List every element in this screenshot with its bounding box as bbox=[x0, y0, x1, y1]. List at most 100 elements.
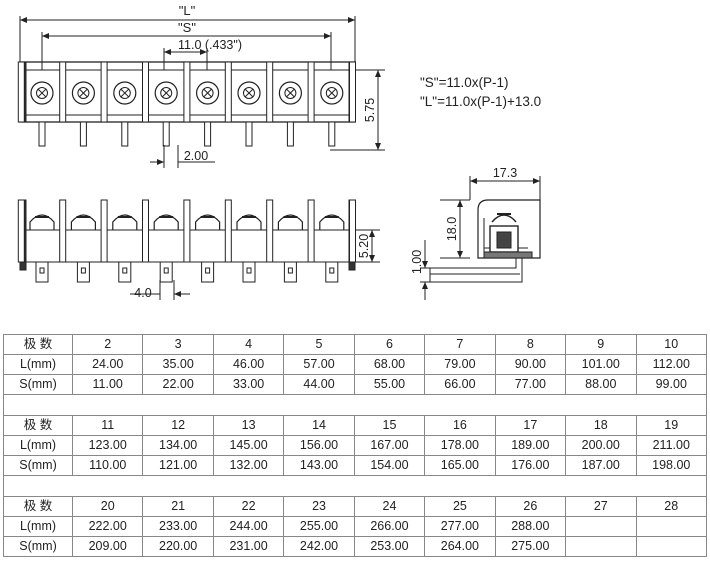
solder-tab bbox=[283, 261, 297, 283]
screw-icon bbox=[154, 81, 178, 105]
value-cell: 178.00 bbox=[424, 435, 496, 456]
tab-hole bbox=[246, 267, 252, 274]
pole-count-cell: 18 bbox=[565, 415, 637, 436]
screw-icon bbox=[71, 81, 96, 105]
front-view bbox=[17, 199, 380, 300]
screw-icon bbox=[320, 81, 344, 105]
barrier-wall bbox=[183, 61, 191, 123]
front-barrier-wall bbox=[17, 199, 25, 263]
screw-slot bbox=[79, 88, 88, 98]
solder-pin bbox=[204, 121, 212, 147]
dim-height-front-label: 5.20 bbox=[357, 234, 371, 258]
solder-tab bbox=[76, 261, 90, 283]
value-cell: 123.00 bbox=[71, 435, 144, 456]
value-cell: 189.00 bbox=[494, 435, 567, 456]
value-cell: 266.00 bbox=[353, 516, 426, 537]
dim-pin-spacing-label: 2.00 bbox=[184, 149, 208, 163]
front-barrier-wall bbox=[59, 199, 67, 263]
value-cell: 134.00 bbox=[142, 435, 214, 456]
value-cell: 154.00 bbox=[353, 455, 426, 476]
screw-icon bbox=[113, 81, 137, 105]
value-cell: 99.00 bbox=[635, 374, 707, 395]
tab-hole bbox=[39, 267, 45, 274]
screw-head-icon bbox=[118, 87, 131, 99]
value-cell: 143.00 bbox=[283, 455, 355, 476]
screw-slot bbox=[286, 88, 295, 98]
screw-head-icon bbox=[36, 87, 48, 99]
value-cell: 288.00 bbox=[494, 516, 567, 537]
front-screw-cap bbox=[195, 214, 221, 230]
solder-tab bbox=[118, 261, 132, 283]
row-label: L(mm) bbox=[3, 435, 73, 456]
barrier-wall bbox=[349, 61, 356, 123]
value-cell: 233.00 bbox=[142, 516, 214, 537]
dim-height-top-label: 5.75 bbox=[363, 98, 377, 122]
barrier-wall bbox=[307, 61, 315, 123]
pole-count-cell: 2 bbox=[71, 334, 144, 355]
front-screw-cap bbox=[70, 214, 96, 230]
pole-count-cell: 22 bbox=[212, 496, 285, 517]
row-label: S(mm) bbox=[3, 455, 73, 476]
value-cell: 24.00 bbox=[71, 354, 144, 375]
terminal-block-drawing: "L" "S" 11.0 (.433") 5.75 2.00 "S"=11.0x… bbox=[17, 3, 541, 300]
value-cell: 253.00 bbox=[353, 536, 426, 557]
row-label: L(mm) bbox=[3, 516, 73, 537]
value-cell: 165.00 bbox=[424, 455, 496, 476]
solder-pin bbox=[286, 121, 294, 147]
barrier-wall bbox=[224, 61, 232, 123]
value-cell: 222.00 bbox=[71, 516, 144, 537]
row-label: S(mm) bbox=[3, 536, 73, 557]
screw-slot bbox=[244, 88, 254, 98]
value-cell bbox=[565, 516, 637, 537]
front-screw-cap bbox=[153, 214, 179, 230]
value-cell: 110.00 bbox=[71, 455, 144, 476]
value-cell: 132.00 bbox=[212, 455, 285, 476]
screw-head-icon bbox=[284, 87, 297, 99]
barrier-wall bbox=[100, 61, 108, 123]
pole-count-cell: 11 bbox=[71, 415, 144, 436]
dim-side-height-label: 18.0 bbox=[445, 217, 459, 241]
pole-count-cell: 15 bbox=[353, 415, 426, 436]
front-screw-cap bbox=[236, 214, 262, 230]
pole-count-cell: 25 bbox=[424, 496, 496, 517]
dim-side-thickness-label: 1.00 bbox=[410, 250, 424, 274]
screw-slot bbox=[37, 88, 47, 98]
value-cell: 79.00 bbox=[424, 354, 496, 375]
dim-side-width-label: 17.3 bbox=[493, 166, 517, 180]
value-cell: 176.00 bbox=[494, 455, 567, 476]
screw-head-icon bbox=[77, 87, 90, 99]
value-cell: 33.00 bbox=[212, 374, 285, 395]
value-cell: 167.00 bbox=[353, 435, 426, 456]
table-spacer bbox=[3, 394, 707, 416]
value-cell: 88.00 bbox=[565, 374, 637, 395]
screw-slot bbox=[203, 88, 212, 98]
tab-hole bbox=[205, 267, 211, 274]
value-cell bbox=[635, 536, 707, 557]
value-cell: 264.00 bbox=[424, 536, 496, 557]
value-cell: 44.00 bbox=[283, 374, 355, 395]
spacer-cell bbox=[3, 475, 707, 497]
front-screw-cap bbox=[112, 214, 138, 230]
value-cell: 22.00 bbox=[142, 374, 214, 395]
solder-pin bbox=[38, 121, 46, 147]
value-cell: 187.00 bbox=[565, 455, 637, 476]
screw-head-icon bbox=[201, 87, 214, 99]
screw-head-icon bbox=[160, 87, 173, 99]
screw-icon bbox=[30, 81, 54, 105]
barrier-wall bbox=[266, 61, 274, 123]
value-cell: 112.00 bbox=[635, 354, 707, 375]
barrier-wall bbox=[142, 61, 149, 123]
tab-hole bbox=[287, 267, 293, 274]
value-cell bbox=[635, 516, 707, 537]
tab-hole bbox=[122, 267, 128, 274]
value-cell: 200.00 bbox=[565, 435, 637, 456]
pole-count-cell: 28 bbox=[635, 496, 707, 517]
front-barrier-wall bbox=[183, 199, 191, 263]
screw-icon bbox=[278, 81, 302, 105]
value-cell: 209.00 bbox=[71, 536, 144, 557]
